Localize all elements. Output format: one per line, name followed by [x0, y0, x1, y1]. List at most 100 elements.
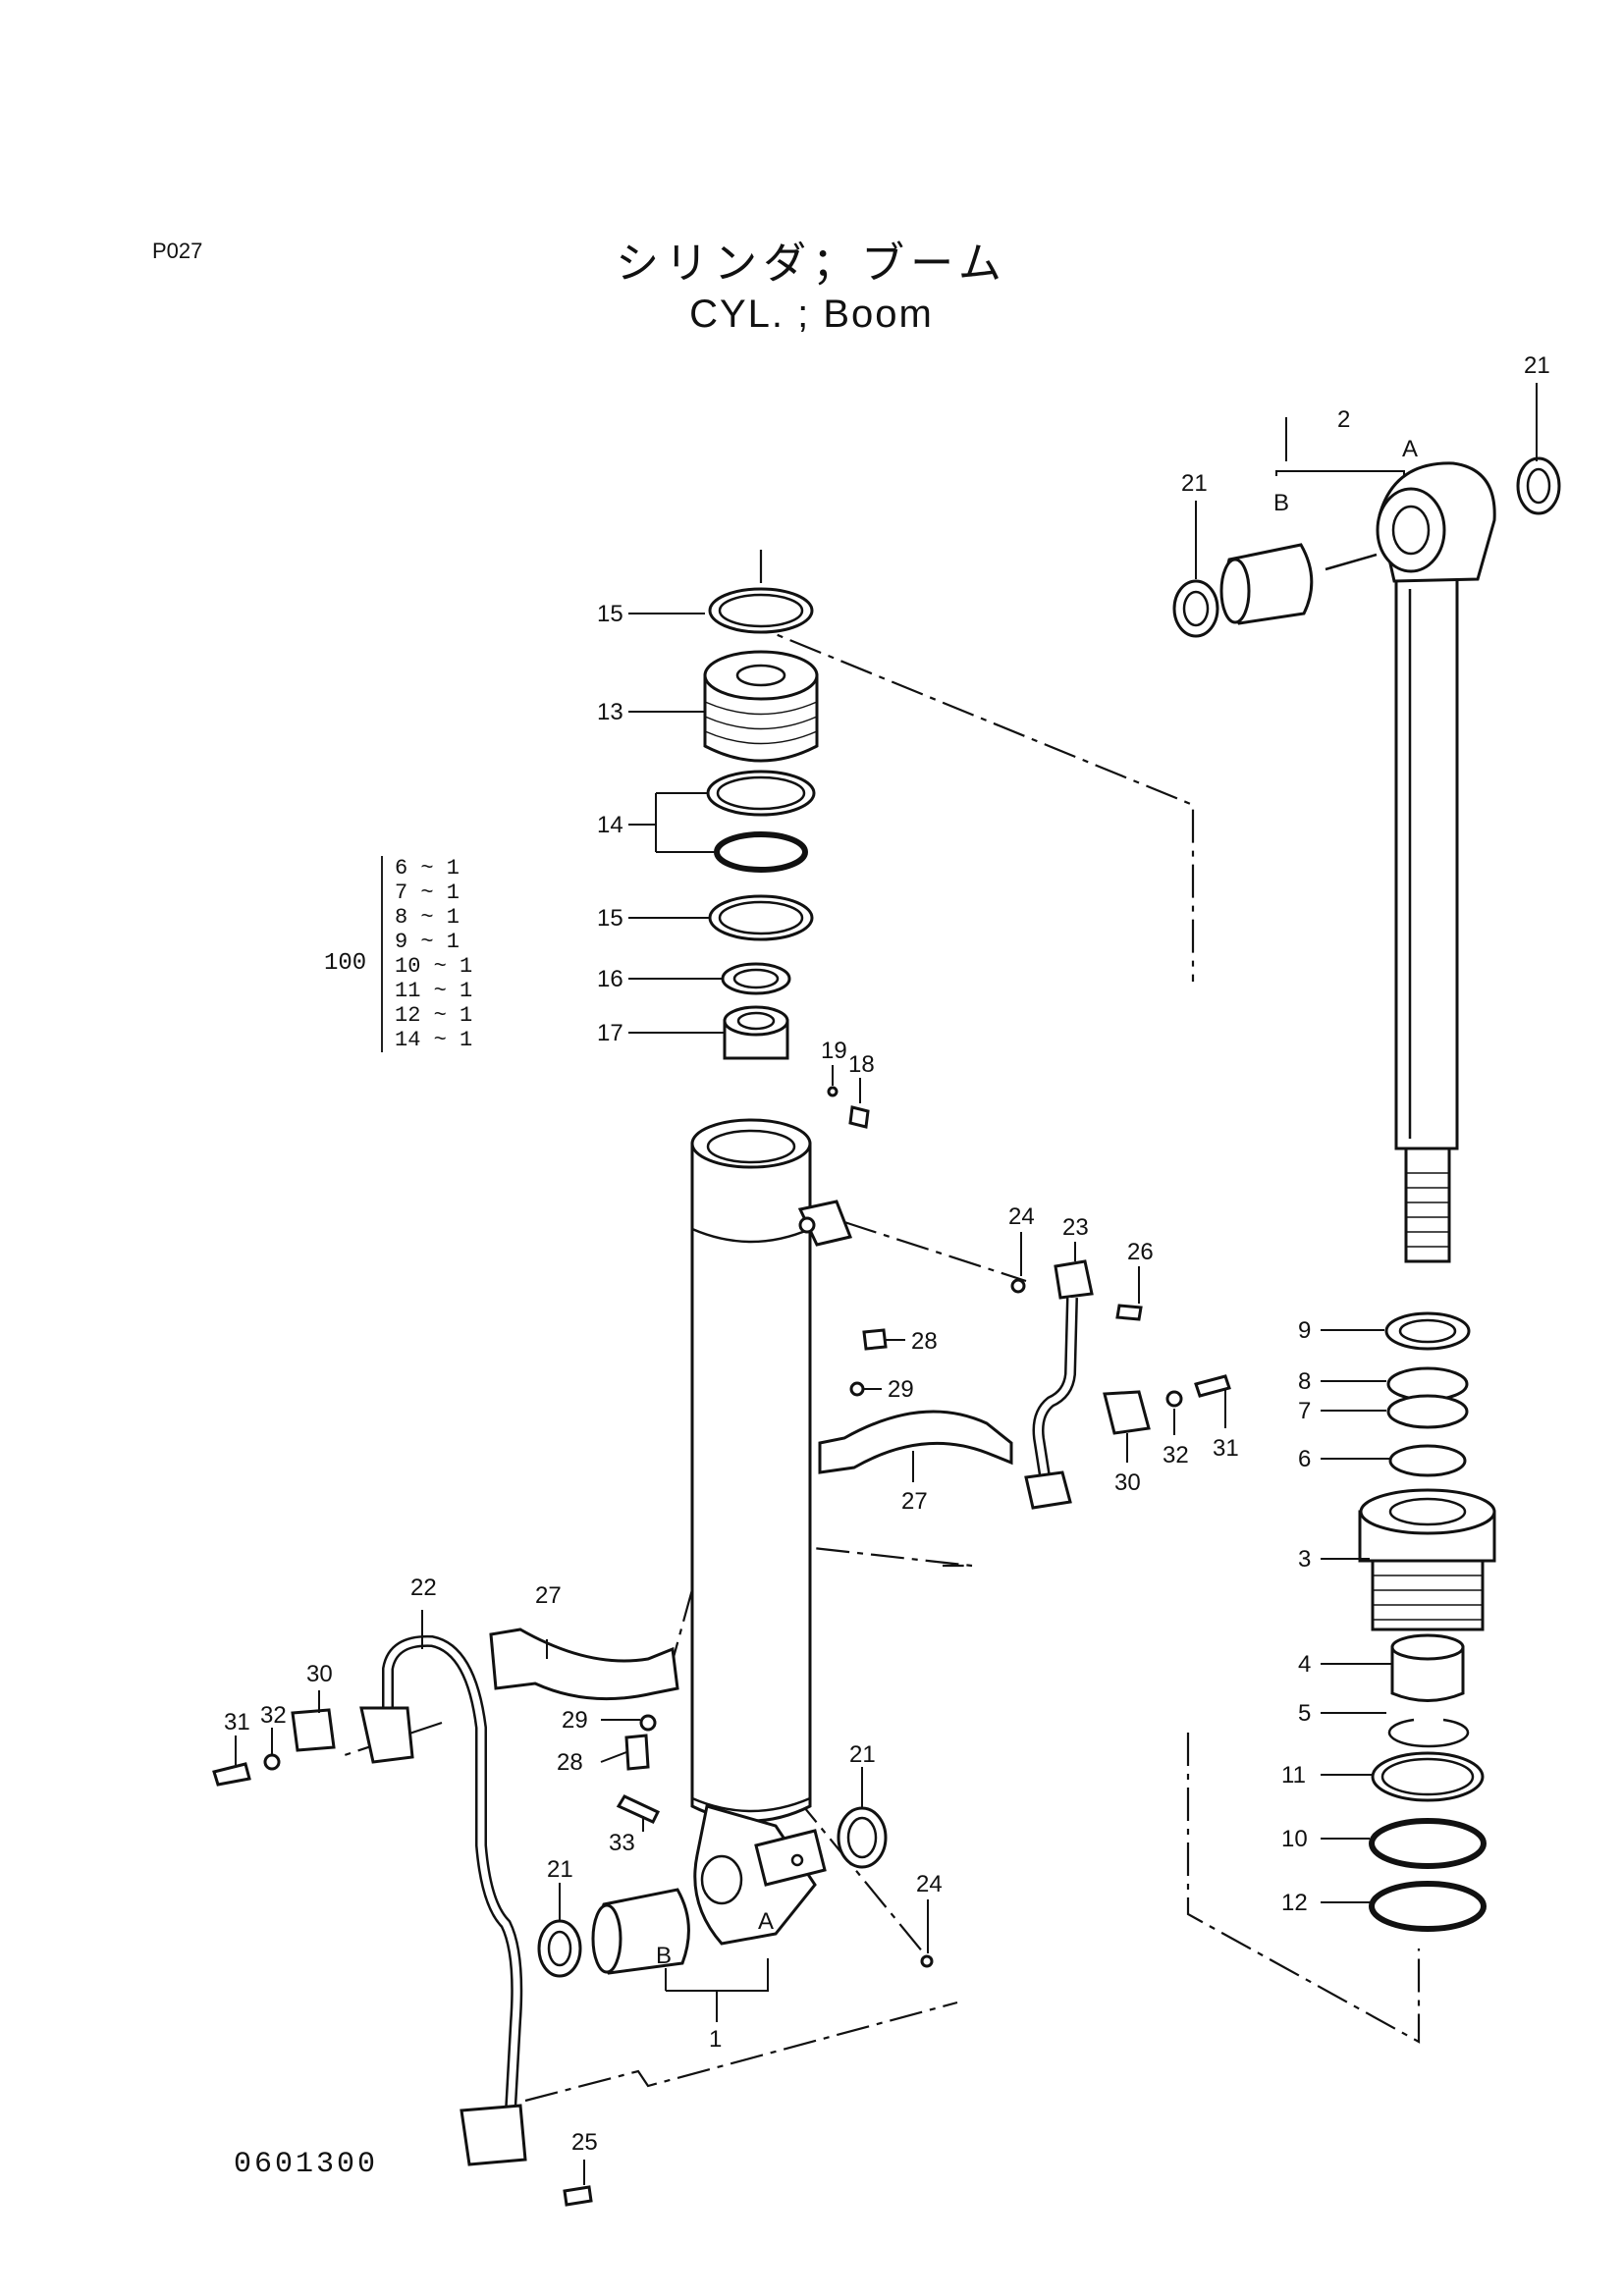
pipe-22-lower-flange: [460, 2104, 527, 2166]
bolt-25: [563, 2185, 593, 2207]
seal-kit-line: 8 ~ 1: [395, 905, 460, 930]
callout: A: [1402, 436, 1418, 462]
callout: 23: [1062, 1214, 1089, 1241]
callout: 24: [916, 1871, 943, 1897]
seal-kit-line: 6 ~ 1: [395, 856, 460, 881]
callout: 15: [597, 601, 623, 627]
o-ring-24-lower: [920, 1954, 934, 1968]
leader-lines: [235, 383, 1538, 2185]
tube-port-flange: [797, 1200, 853, 1247]
callout: 31: [1213, 1435, 1239, 1462]
callout: 21: [1524, 352, 1550, 379]
dust-seal-right: [1516, 456, 1561, 515]
o-ring-14: [714, 831, 808, 873]
clamp-30: [1103, 1390, 1151, 1435]
callout: 13: [597, 699, 623, 725]
bolt-31: [1194, 1374, 1231, 1398]
seal-kit-line: 10 ~ 1: [395, 954, 473, 979]
head-stack: [703, 587, 870, 1129]
ball-19: [827, 1086, 839, 1097]
dust-seal-left: [1172, 579, 1219, 638]
seal-kit-line: 14 ~ 1: [395, 1028, 473, 1052]
callout: 17: [597, 1020, 623, 1046]
piston-ring-15-top: [708, 587, 814, 634]
callout: 27: [901, 1488, 928, 1515]
callout: 19: [821, 1038, 847, 1064]
bolt-28-lower: [624, 1734, 650, 1771]
piston-ring-15: [708, 894, 814, 941]
callout-labels: 2 A B A B 1 21 21 21 21 15 13 14 15 16 1…: [224, 352, 1550, 2156]
callout: 7: [1298, 1398, 1311, 1424]
seal-kit-line: 12 ~ 1: [395, 1003, 473, 1028]
pipe-22-elbow: [359, 1706, 414, 1764]
bolt-26: [1115, 1304, 1143, 1321]
rod-thread: [1404, 1147, 1451, 1263]
callout: 21: [1181, 470, 1208, 497]
callout: 32: [260, 1702, 287, 1729]
callout: 8: [1298, 1368, 1311, 1395]
title-english: CYL. ; Boom: [689, 293, 934, 336]
callout: 2: [1337, 406, 1350, 433]
clamp-27: [818, 1410, 1013, 1474]
seal-14: [706, 770, 816, 817]
seal-kit-line: 11 ~ 1: [395, 979, 473, 1003]
callout: 33: [609, 1830, 635, 1856]
washer-32-lower: [263, 1753, 281, 1771]
seal-kit-line: 9 ~ 1: [395, 930, 460, 954]
gland-thread: [1371, 1559, 1485, 1631]
assembly-lines: [338, 550, 1421, 2103]
pipe-upper: [1035, 1297, 1076, 1483]
callout: 21: [849, 1741, 876, 1768]
callout: 29: [562, 1707, 588, 1734]
callout: B: [1273, 490, 1289, 516]
callout: 11: [1281, 1762, 1306, 1789]
callout: 21: [547, 1856, 573, 1883]
assembly-line-tube: [524, 2001, 958, 2103]
assembly-line-clamp-upper: [706, 1534, 973, 1568]
callout: 30: [1114, 1469, 1141, 1496]
clamp-27-lower: [489, 1628, 679, 1701]
pipe-upper-elbow: [1024, 1470, 1072, 1510]
callout: 25: [571, 2129, 598, 2156]
ring-16: [721, 962, 791, 995]
callout: 18: [848, 1051, 875, 1078]
callout: B: [656, 1943, 672, 1969]
callout: 15: [597, 905, 623, 932]
set-screw-18: [848, 1105, 870, 1129]
page-code: P027: [152, 239, 203, 263]
callout: 28: [911, 1328, 938, 1355]
bolt-28: [862, 1328, 888, 1351]
ring-6: [1388, 1444, 1467, 1477]
callout: 28: [557, 1749, 583, 1776]
ring-11: [1371, 1751, 1485, 1802]
seal-kit-line: 7 ~ 1: [395, 881, 460, 905]
rod-shaft: [1394, 577, 1459, 1150]
piston-rod: [1172, 456, 1561, 1263]
callout: A: [758, 1908, 774, 1935]
callout: 12: [1281, 1890, 1308, 1916]
pipe-22: [384, 1637, 520, 2111]
assembly-line-elbow: [794, 1795, 929, 1959]
cylinder-tube: [537, 1118, 934, 1978]
callout: 29: [888, 1376, 914, 1403]
title-japanese: シリンダ；ブーム: [616, 239, 1007, 289]
callout: 14: [597, 812, 623, 838]
o-ring-10: [1369, 1818, 1487, 1869]
o-ring-12: [1369, 1881, 1487, 1932]
washer-29-lower: [639, 1714, 657, 1732]
assembly-line-head-stack: [759, 550, 1195, 982]
rod-eye-bore: [1376, 487, 1446, 573]
callout: 4: [1298, 1651, 1311, 1678]
callout: 9: [1298, 1317, 1311, 1344]
gland-stack: [1358, 1311, 1496, 1932]
callout: 22: [410, 1575, 437, 1601]
snap-ring-5: [1387, 1718, 1470, 1748]
callout: 1: [709, 2026, 722, 2053]
callout: 32: [1163, 1442, 1189, 1468]
assembly-line-bracket: [338, 1721, 443, 1759]
lower-pipe-group: [212, 1628, 679, 2207]
clamp-30-lower: [291, 1708, 336, 1752]
callout: 31: [224, 1709, 250, 1735]
seal-kit-number: 100: [324, 950, 367, 977]
